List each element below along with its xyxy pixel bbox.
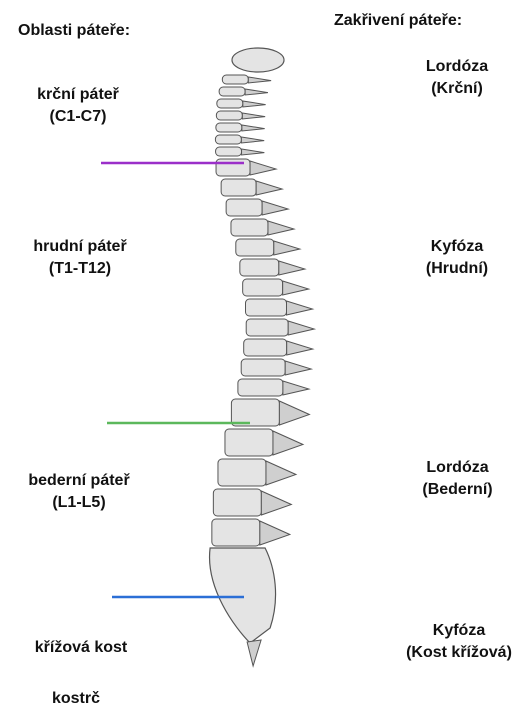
- vertebra-body: [236, 239, 274, 256]
- curvature-thoracic: Kyfóza (Hrudní): [392, 236, 522, 280]
- region-sacrum: křížová kost: [6, 637, 156, 659]
- vertebra-body: [225, 429, 273, 456]
- vertebra-body: [215, 135, 241, 144]
- spinous-process: [242, 149, 265, 155]
- region-lumbar: bederní páteř (L1-L5): [4, 470, 154, 514]
- spinous-process: [273, 431, 303, 455]
- region-cervical: krční páteř (C1-C7): [8, 84, 148, 128]
- atlas-bone: [232, 48, 284, 72]
- vertebra-body: [243, 279, 283, 296]
- region-thoracic: hrudní páteř (T1-T12): [5, 236, 155, 280]
- region-thoracic-range: (T1-T12): [5, 258, 155, 280]
- spinous-process: [288, 321, 314, 335]
- curvature-sacral-region: (Kost křížová): [393, 642, 525, 664]
- spinous-process: [243, 101, 266, 107]
- vertebra-body: [216, 123, 242, 132]
- curvature-lumbar-type: Lordóza: [395, 457, 520, 479]
- region-sacrum-name: křížová kost: [6, 637, 156, 659]
- spinous-process: [285, 361, 311, 375]
- vertebra-body: [222, 75, 248, 84]
- spinous-process: [279, 261, 305, 275]
- spinous-process: [266, 461, 296, 485]
- spinous-process: [268, 221, 294, 235]
- vertebra-body: [240, 259, 279, 276]
- curvature-sacral-type: Kyfóza: [393, 620, 525, 642]
- vertebra-body: [216, 159, 250, 176]
- curvature-lumbar: Lordóza (Bederní): [395, 457, 520, 501]
- region-thoracic-name: hrudní páteř: [5, 236, 155, 258]
- vertebra-body: [219, 87, 245, 96]
- spinous-process: [283, 381, 309, 395]
- spinous-process: [248, 77, 271, 83]
- region-cervical-range: (C1-C7): [8, 106, 148, 128]
- coccyx-bone: [247, 640, 261, 666]
- vertebra-body: [231, 219, 268, 236]
- vertebra-body: [241, 359, 285, 376]
- region-coccyx-name: kostrč: [16, 688, 136, 710]
- curvature-thoracic-type: Kyfóza: [392, 236, 522, 258]
- spinous-process: [283, 281, 309, 295]
- spinous-process: [287, 341, 313, 355]
- spinous-process: [279, 401, 309, 425]
- curvature-sacral: Kyfóza (Kost křížová): [393, 620, 525, 664]
- spinous-process: [260, 521, 290, 545]
- vertebra-body: [244, 339, 287, 356]
- vertebra-body: [226, 199, 262, 216]
- spine-bones: [210, 48, 315, 666]
- vertebra-body: [238, 379, 283, 396]
- vertebra-body: [213, 489, 261, 516]
- vertebra-body: [221, 179, 256, 196]
- region-lumbar-range: (L1-L5): [4, 492, 154, 514]
- region-lumbar-name: bederní páteř: [4, 470, 154, 492]
- spinous-process: [242, 125, 265, 131]
- vertebra-body: [216, 111, 242, 120]
- spinous-process: [245, 89, 268, 95]
- curvature-thoracic-region: (Hrudní): [392, 258, 522, 280]
- spinous-process: [242, 113, 265, 119]
- vertebra-body: [212, 519, 260, 546]
- region-coccyx: kostrč: [16, 688, 136, 710]
- spinous-process: [256, 181, 282, 195]
- spinous-process: [287, 301, 313, 315]
- vertebra-body: [217, 99, 243, 108]
- curvature-cervical: Lordóza (Krční): [392, 56, 522, 100]
- curvature-cervical-region: (Krční): [392, 78, 522, 100]
- curvature-cervical-type: Lordóza: [392, 56, 522, 78]
- spinous-process: [261, 491, 291, 515]
- vertebra-body: [218, 459, 266, 486]
- vertebra-body: [246, 319, 288, 336]
- spinous-process: [274, 241, 300, 255]
- spinous-process: [241, 137, 264, 143]
- region-cervical-name: krční páteř: [8, 84, 148, 106]
- vertebra-body: [246, 299, 287, 316]
- sacrum-bone: [210, 548, 276, 643]
- spinous-process: [250, 161, 276, 175]
- curvature-lumbar-region: (Bederní): [395, 479, 520, 501]
- spinous-process: [262, 201, 288, 215]
- vertebra-body: [216, 147, 242, 156]
